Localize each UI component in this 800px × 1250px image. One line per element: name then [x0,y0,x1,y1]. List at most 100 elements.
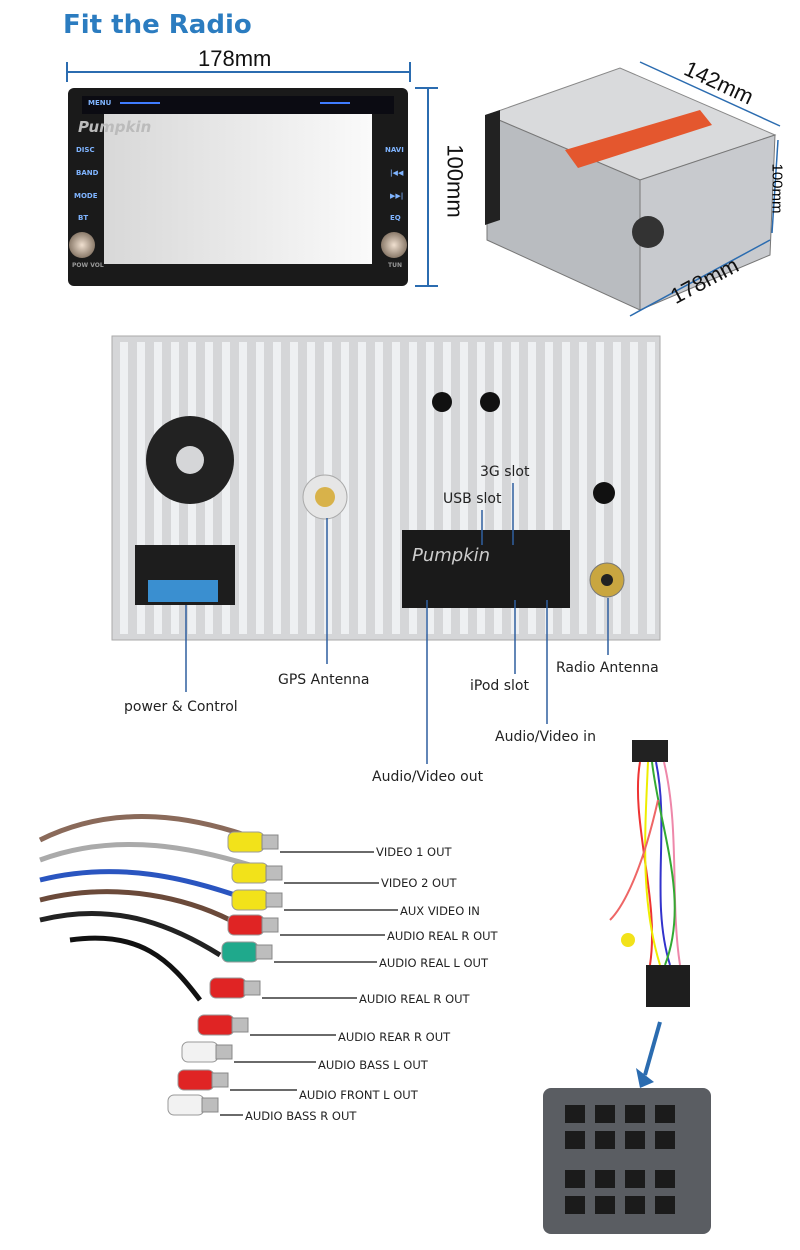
connector-pin-slot [655,1105,675,1123]
eq-button: EQ [390,214,401,222]
chassis-dimension-lines [629,61,781,317]
chassis-height-label: 100mm [768,163,786,214]
panel-fin [358,342,366,634]
panel-fin [137,342,145,634]
rca-tip [201,1097,219,1113]
rca-plug [231,862,269,884]
connector-pin-slot [595,1196,615,1214]
connector-pin-slot [565,1196,585,1214]
connector-pin-slot [565,1131,585,1149]
cable-label: VIDEO 2 OUT [381,876,457,890]
panel-fin [290,342,298,634]
cable-label: AUDIO BASS L OUT [318,1058,428,1072]
panel-fin [511,342,519,634]
rca-tip [265,892,283,908]
band-button: BAND [76,169,99,177]
panel-fin [222,342,230,634]
rca-tip [243,980,261,996]
panel-fin [579,342,587,634]
front-height-label: 100mm [442,144,468,218]
panel-fin [562,342,570,634]
rca-cables-image [38,814,251,1002]
back-panel-callout-lines [185,483,609,764]
disc-button: DISC [76,146,95,154]
front-height-dimension-line [415,87,438,287]
rca-tip [215,1044,233,1060]
connector-pin-slot [595,1131,615,1149]
panel-fin [256,342,264,634]
radio-front-image [68,88,408,286]
tun-label: TUN [388,262,402,269]
rca-tip [265,865,283,881]
3g-slot-label: 3G slot [480,464,530,480]
connector-pin-slot [565,1105,585,1123]
connector-pin-slot [655,1196,675,1214]
prev-button: |◀◀ [390,169,404,177]
panel-fin [494,342,502,634]
navi-button: NAVI [385,146,404,154]
rca-tip [261,834,279,850]
cable-label: AUX VIDEO IN [400,904,480,918]
connector-pin-slot [655,1170,675,1188]
rca-tip [231,1017,249,1033]
panel-fin [460,342,468,634]
cable-label: AUDIO REAL L OUT [379,956,488,970]
bt-button: BT [78,214,89,222]
usb-slot-label: USB slot [443,491,502,507]
panel-fin [528,342,536,634]
mode-button: MODE [74,192,98,200]
cable-label: AUDIO REAR R OUT [338,1030,451,1044]
panel-fin [613,342,621,634]
gps-antenna-label: GPS Antenna [278,672,370,688]
cable-label: VIDEO 1 OUT [376,845,452,859]
front-width-dimension-line [66,62,411,82]
rca-plug [197,1014,235,1036]
rca-tip [255,944,273,960]
panel-fin [409,342,417,634]
panel-fin [630,342,638,634]
wiring-harness-image [543,740,711,1234]
connector-pin-slot [655,1131,675,1149]
menu-button: MENU [88,99,112,107]
rca-plug [221,941,259,963]
brand-watermark: Pumpkin [78,118,152,136]
rca-plug [227,831,265,853]
brand-watermark-back: Pumpkin [412,545,491,566]
panel-fin [120,342,128,634]
cable-label: AUDIO REAL R OUT [359,992,470,1006]
av-out-label: Audio/Video out [372,769,484,785]
connector-pin-slot [595,1105,615,1123]
cable-label: AUDIO REAL R OUT [387,929,498,943]
rca-plug [181,1041,219,1063]
next-button: ▶▶| [390,192,404,200]
panel-fin [239,342,247,634]
ipod-slot-label: iPod slot [470,678,529,694]
panel-fin [647,342,655,634]
av-in-label: Audio/Video in [495,729,596,745]
rca-plug [209,977,247,999]
page-title: Fit the Radio [63,10,252,40]
connector-pin-slot [565,1170,585,1188]
connector-pin-slot [625,1170,645,1188]
rca-plugs [167,831,283,1116]
front-width-label: 178mm [198,46,272,71]
cable-label: AUDIO FRONT L OUT [299,1088,418,1102]
connector-pin-slot [625,1105,645,1123]
rca-plug [177,1069,215,1091]
panel-fin [273,342,281,634]
cable-callout-lines [220,851,398,1116]
panel-fin [392,342,400,634]
panel-fin [545,342,553,634]
panel-fin [426,342,434,634]
connector-pin-slot [625,1196,645,1214]
rca-tip [261,917,279,933]
rca-plug [167,1094,205,1116]
panel-fin [477,342,485,634]
radio-chassis-3d-image [485,67,777,311]
connector-pin-slot [595,1170,615,1188]
rca-plug [231,889,269,911]
rca-tip [211,1072,229,1088]
radio-antenna-label: Radio Antenna [556,660,659,676]
